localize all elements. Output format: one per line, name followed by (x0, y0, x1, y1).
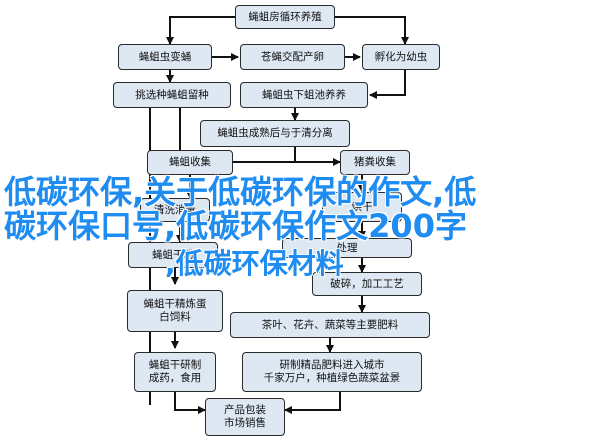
node-fert-product: 研制精品肥料进入城市 千家万户，种植绿色蔬菜盆景 (242, 352, 422, 392)
node-sell: 产品包装 市场销售 (205, 398, 285, 436)
node-grind-proc: 处理 (282, 238, 412, 258)
node-larva-to-pupa: 蝇蛆虫变蛹 (118, 44, 212, 70)
node-pupa-to-adult: 苍蝇交配产卵 (240, 44, 345, 70)
node-mature: 蝇蛆虫成熟后与于清分离 (200, 120, 350, 147)
node-pest-product: 蝇蛆干研制 成药，食用 (134, 352, 216, 392)
node-clean: 清洗消毒 (140, 198, 210, 222)
node-dry-protein: 蝇蛆干精炼蛋 白饲料 (127, 290, 223, 332)
overlay-headline-line2: 碳环保口号,低碳环保作文200字 (4, 207, 467, 245)
node-collect-maggots: 蝇蛆收集 (147, 150, 233, 175)
node-collect-dung: 猪粪收集 (340, 150, 410, 175)
node-dry: 烘干 (322, 192, 402, 222)
node-cycle: 蝇蛆房循环养殖 (235, 5, 335, 29)
node-eggs-to-larvae: 孵化为幼虫 (362, 44, 440, 70)
node-fresh-feed: 蝇蛆干粉 (128, 242, 218, 268)
overlay-headline-line1: 低碳环保,关于低碳环保的作文,低 (4, 173, 477, 211)
overlay-headline-line3: ,低碳环保材料 (165, 247, 344, 280)
node-select-parents: 挑选种蝇蛆留种 (113, 82, 231, 108)
node-crush: 破碎，加工工艺 (312, 272, 422, 296)
node-organic-fert: 茶叶、花卉、蔬菜等主要肥料 (230, 312, 430, 338)
node-lay-pond: 蝇蛆虫下蛆池养养 (240, 82, 368, 108)
